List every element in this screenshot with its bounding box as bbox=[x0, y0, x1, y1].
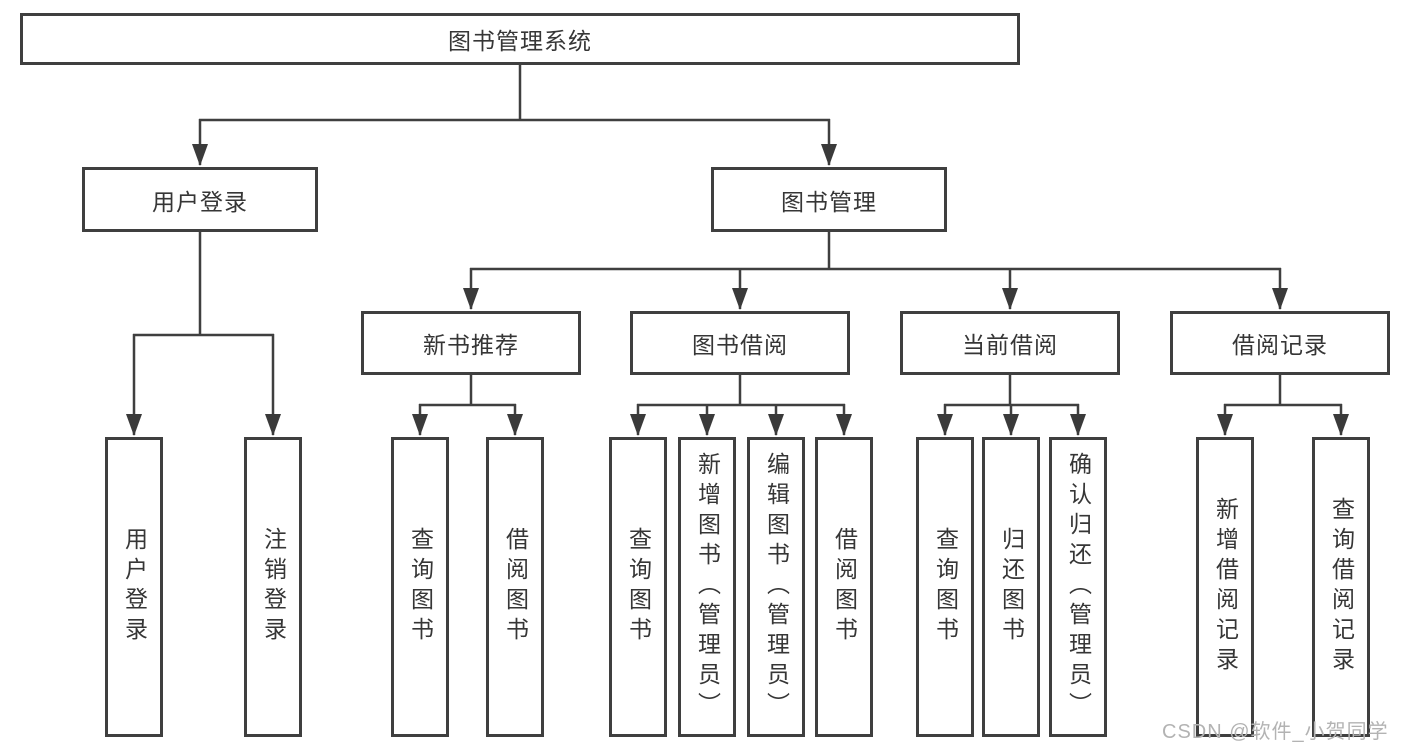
node-book-management: 图书管理 bbox=[711, 167, 947, 232]
csdn-watermark: CSDN @软件_小贺同学 bbox=[1162, 721, 1389, 743]
node-current-borrowing: 当前借阅 bbox=[900, 311, 1120, 375]
leaf-nb-borrow-books: 借阅图书 bbox=[486, 437, 544, 737]
leaf-bb-edit-books-admin: 编辑图书（管理员） bbox=[747, 437, 805, 737]
wires-current-borrowing bbox=[937, 375, 1086, 436]
wires-root bbox=[192, 65, 837, 166]
leaf-bb-query-books: 查询图书 bbox=[609, 437, 667, 737]
leaf-br-query-record: 查询借阅记录 bbox=[1312, 437, 1370, 737]
leaf-bb-add-books-admin: 新增图书（管理员） bbox=[678, 437, 736, 737]
leaf-cb-confirm-return-admin: 确认归还（管理员） bbox=[1049, 437, 1107, 737]
leaf-br-add-record: 新增借阅记录 bbox=[1196, 437, 1254, 737]
leaf-logout: 注销登录 bbox=[244, 437, 302, 737]
leaf-nb-query-books: 查询图书 bbox=[391, 437, 449, 737]
wires-book-borrowing bbox=[630, 375, 852, 436]
node-borrowing-records: 借阅记录 bbox=[1170, 311, 1390, 375]
wires-user-login bbox=[126, 232, 281, 436]
leaf-bb-borrow-books: 借阅图书 bbox=[815, 437, 873, 737]
wires-borrowing-records bbox=[1217, 375, 1349, 436]
node-book-borrowing: 图书借阅 bbox=[630, 311, 850, 375]
wires-book-management bbox=[463, 232, 1288, 310]
wires-new-book-recommend bbox=[412, 375, 523, 436]
node-user-login: 用户登录 bbox=[82, 167, 318, 232]
node-new-book-recommend: 新书推荐 bbox=[361, 311, 581, 375]
node-library-management-system: 图书管理系统 bbox=[20, 13, 1020, 65]
leaf-cb-query-books: 查询图书 bbox=[916, 437, 974, 737]
leaf-cb-return-books: 归还图书 bbox=[982, 437, 1040, 737]
leaf-user-login: 用户登录 bbox=[105, 437, 163, 737]
